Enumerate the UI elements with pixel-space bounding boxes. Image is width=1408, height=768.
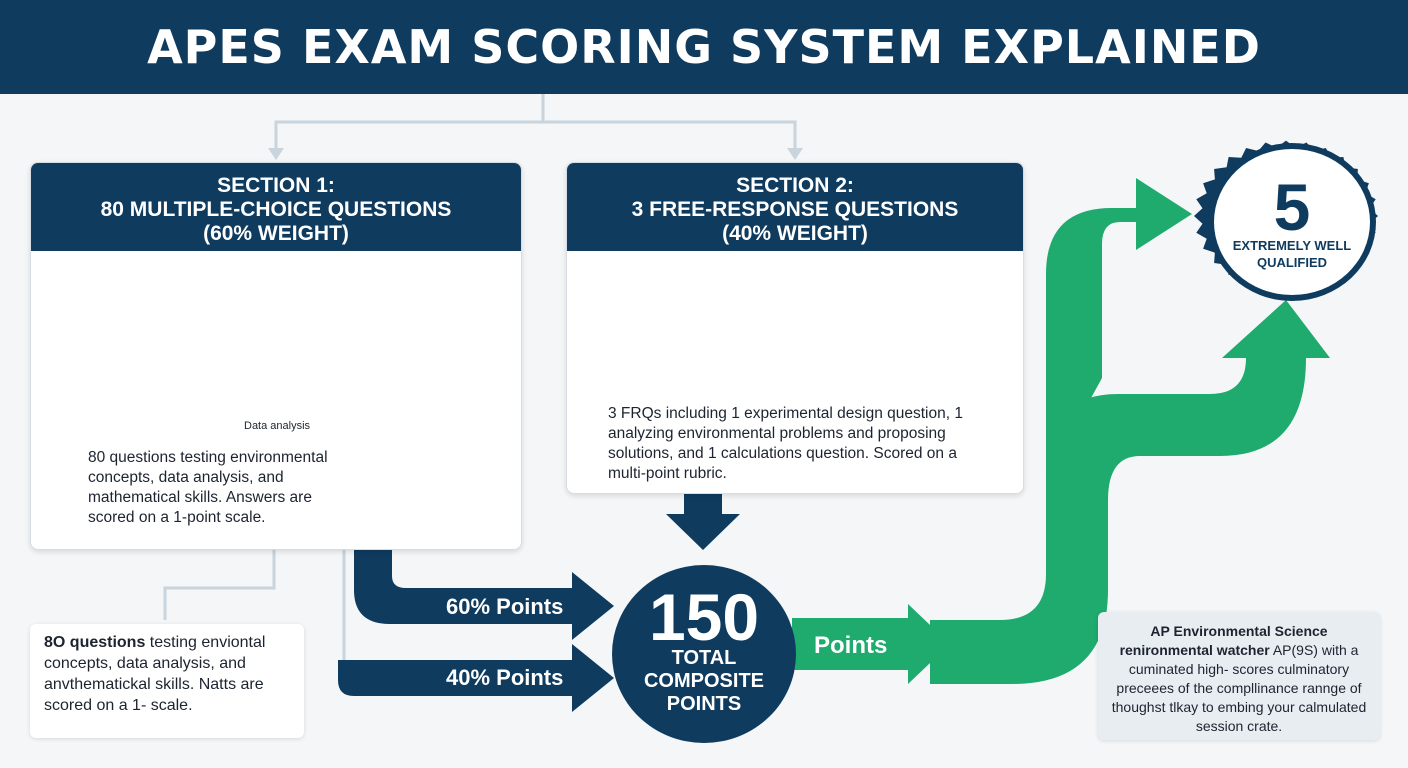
green-swoosh-lower [930, 300, 1330, 684]
total-points-number: 150 [648, 580, 760, 654]
section1-header: SECTION 1: 80 MULTIPLE-CHOICE QUESTIONS … [31, 163, 521, 251]
section1-card: SECTION 1: 80 MULTIPLE-CHOICE QUESTIONS … [30, 162, 522, 550]
badge-score-number: 5 [1273, 170, 1311, 244]
badge-caption: EXTREMELY WELL QUALIFIED [1214, 237, 1370, 271]
arrowhead-section1 [268, 148, 284, 160]
section1-heading-line3: (60% WEIGHT) [203, 222, 349, 245]
score-badge: 5 EXTREMELY WELL QUALIFIED [1208, 143, 1376, 301]
section2-heading-line1: SECTION 2: [736, 174, 854, 197]
left-note-bold: 8O questions [44, 634, 146, 651]
section1-description: 80 questions testing environmental conce… [88, 449, 328, 526]
section1-chart-caption: Data analysis [244, 420, 311, 432]
total-line1: TOTAL [671, 647, 737, 669]
section2-heading-line2: 3 FREE-RESPONSE QUESTIONS [631, 198, 959, 221]
right-note: AP Environmental Science renironmental w… [1098, 612, 1380, 740]
right-note-bold-line2: renironmental watcher [1119, 642, 1270, 658]
connector-to-left-note [163, 548, 276, 620]
points-arrow [792, 604, 950, 684]
arrowhead-section2 [787, 148, 803, 160]
header-banner: APES EXAM SCORING SYSTEM EXPLAINED [0, 0, 1408, 94]
section1-down-connectors [163, 548, 346, 660]
section1-heading-line1: SECTION 1: [217, 174, 335, 197]
total-points-caption: TOTAL COMPOSITE POINTS [612, 647, 796, 716]
page-title: APES EXAM SCORING SYSTEM EXPLAINED [147, 20, 1261, 74]
badge-line2: QUALIFIED [1256, 255, 1328, 270]
mc-points-label: 60% Points [446, 594, 564, 619]
frq-points-label: 40% Points [446, 665, 564, 690]
left-note: 8O questions testing enviontal concepts,… [30, 624, 304, 738]
section2-card: SECTION 2: 3 FREE-RESPONSE QUESTIONS (40… [566, 162, 1024, 494]
connector-to-section2 [543, 120, 797, 150]
points-label: Points [814, 632, 888, 659]
connector-to-section1 [274, 94, 545, 150]
connector-arrowheads [268, 148, 803, 160]
frq-points-arrow [338, 644, 614, 712]
right-note-text: AP(9S) with a cuminated high- scores cul… [1111, 642, 1367, 734]
header-connectors [274, 94, 797, 150]
badge-line1: EXTREMELY WELL [1232, 238, 1352, 253]
section2-down-arrow [666, 492, 740, 550]
section2-description: 3 FRQs including 1 experimental design q… [608, 405, 963, 482]
section1-heading-line2: 80 MULTIPLE-CHOICE QUESTIONS [100, 198, 452, 221]
total-points-circle: 150 TOTAL COMPOSITE POINTS [612, 565, 796, 743]
section2-heading-line3: (40% WEIGHT) [722, 222, 868, 245]
mc-points-arrow [354, 548, 614, 640]
section2-header: SECTION 2: 3 FREE-RESPONSE QUESTIONS (40… [567, 163, 1023, 251]
total-line3: POINTS [666, 693, 742, 715]
green-swoosh-upper [1046, 178, 1192, 480]
right-note-bold-line1: AP Environmental Science [1150, 623, 1328, 639]
left-note-text: testing enviontal concepts, data analysi… [44, 634, 266, 714]
total-line2: COMPOSITE [643, 670, 764, 692]
